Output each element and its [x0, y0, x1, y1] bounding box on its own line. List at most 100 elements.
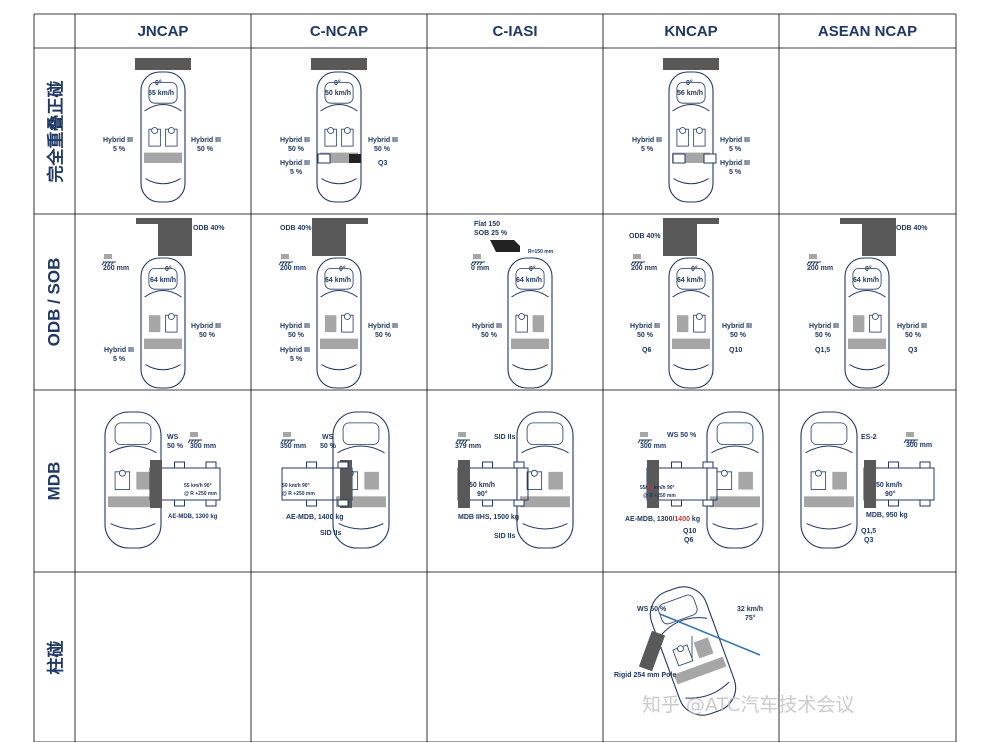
- dummy-label: Q3: [378, 160, 388, 167]
- ground-hatch: [476, 261, 480, 266]
- ground-hatch: [646, 439, 650, 444]
- dummy-label: Hybrid III: [897, 323, 927, 330]
- odb-barrier-top: [840, 218, 896, 224]
- dummy-label: Hybrid III: [809, 323, 839, 330]
- ground-marker: [283, 432, 291, 437]
- dummy-label: ES-2: [861, 434, 877, 441]
- rear-seat: [320, 152, 358, 163]
- rear-seat: [144, 152, 182, 163]
- vehicle-icon: [844, 257, 890, 389]
- dummy-pct: 50 %: [167, 443, 183, 450]
- rear-window: [849, 364, 885, 371]
- dummy-label: Hybrid III: [103, 137, 133, 144]
- dummy-head: [151, 127, 159, 134]
- header-ciasi: C-IASI: [492, 22, 538, 40]
- speed-label: 50 km/h: [876, 482, 903, 489]
- rear-seat: [511, 338, 549, 349]
- dummy-label: Hybrid III: [104, 347, 134, 354]
- dummy-head: [814, 469, 822, 477]
- rear-seat: [848, 338, 886, 349]
- trolley-wheel: [482, 499, 493, 507]
- hood: [324, 267, 354, 290]
- ground-hatch: [464, 439, 468, 444]
- rear-seat: [336, 496, 386, 508]
- ground-hatch: [812, 261, 816, 266]
- ground-marker: [906, 432, 914, 437]
- odb-barrier-face: [862, 224, 896, 256]
- ground-hatch: [903, 439, 907, 444]
- vehicle-icon: [316, 257, 362, 389]
- dummy-pct: 50 %: [320, 443, 336, 450]
- rear-window: [145, 364, 181, 371]
- barrier-label: ODB 40%: [896, 225, 928, 232]
- watermark: 知乎 @ATC汽车技术会议: [642, 694, 855, 716]
- sob-barrier: [490, 240, 520, 252]
- impact-arrow: [659, 613, 761, 656]
- height-label: 200 mm: [631, 265, 658, 272]
- ground-hatch: [815, 261, 819, 266]
- mdb-barrier: [864, 460, 876, 508]
- dummy-label: Q10: [729, 347, 743, 354]
- barrier-label: MDB, 950 kg: [866, 512, 908, 519]
- hood: [676, 267, 706, 290]
- ground-marker: [633, 254, 641, 259]
- hood: [324, 82, 354, 104]
- seat-block: [832, 471, 847, 490]
- dummy-head: [327, 127, 335, 134]
- dummy-pct: 50 %: [481, 332, 497, 339]
- barrier-label: ODB 40%: [629, 233, 661, 240]
- dummy-head: [679, 127, 687, 134]
- seat-block: [738, 471, 753, 490]
- dummy-label: Hybrid III: [630, 323, 660, 330]
- rear-seat: [710, 496, 760, 508]
- ground-hatch: [630, 261, 634, 266]
- rigid-pole: [638, 630, 666, 672]
- ground-hatch: [906, 439, 910, 444]
- dummy-pct: 5 %: [113, 146, 126, 153]
- height-label: 300 mm: [640, 443, 667, 450]
- trolley-wheel: [306, 499, 317, 507]
- header-asean-ncap: ASEAN NCAP: [817, 22, 918, 40]
- speed-label: 64 km/h: [677, 277, 704, 284]
- ground-marker: [104, 254, 112, 259]
- vehicle-body: [316, 71, 362, 203]
- ground-hatch: [289, 439, 293, 444]
- odb-barrier-face: [312, 224, 346, 256]
- speed-label: 50 km/h: [469, 482, 496, 489]
- dummy-label: Hybrid III: [191, 323, 221, 330]
- rear-window: [522, 523, 568, 530]
- dummy-pct: 5 %: [290, 356, 303, 363]
- seat-block: [324, 315, 337, 333]
- barrier-label: ODB 40%: [280, 225, 312, 232]
- ground-hatch: [104, 261, 108, 266]
- trolley-wheel: [337, 461, 349, 469]
- dummy-head: [695, 127, 703, 134]
- rigid-barrier: [135, 58, 191, 70]
- dummy-seat: [672, 153, 686, 164]
- rear-window: [673, 178, 709, 185]
- ground-hatch: [110, 261, 114, 266]
- ground-hatch: [187, 439, 191, 444]
- windshield: [320, 290, 358, 298]
- ground-hatch: [643, 439, 647, 444]
- dummy-pct: 5 %: [113, 356, 126, 363]
- barrier-label: AE-MDB, 1300 kg: [168, 514, 218, 520]
- speed-label: 64 km/h: [516, 277, 543, 284]
- vehicle-body: [800, 411, 858, 549]
- ground-hatch: [101, 261, 105, 266]
- dummy-label: Hybrid III: [280, 323, 310, 330]
- vehicle-body: [668, 71, 714, 203]
- ground-marker: [809, 254, 817, 259]
- header-jncap: JNCAP: [137, 22, 189, 40]
- dummy-label: WS 50 %: [667, 432, 697, 439]
- windshield: [805, 445, 853, 454]
- vehicle-body: [332, 411, 390, 549]
- ground-hatch: [278, 261, 282, 266]
- dummy-head: [167, 127, 175, 134]
- trolley-wheel: [919, 461, 931, 469]
- ground-hatch: [461, 439, 465, 444]
- mdb-barrier: [647, 460, 659, 508]
- vehicle-body: [668, 257, 714, 389]
- vehicle-icon: [140, 257, 186, 389]
- ground-hatch: [909, 439, 913, 444]
